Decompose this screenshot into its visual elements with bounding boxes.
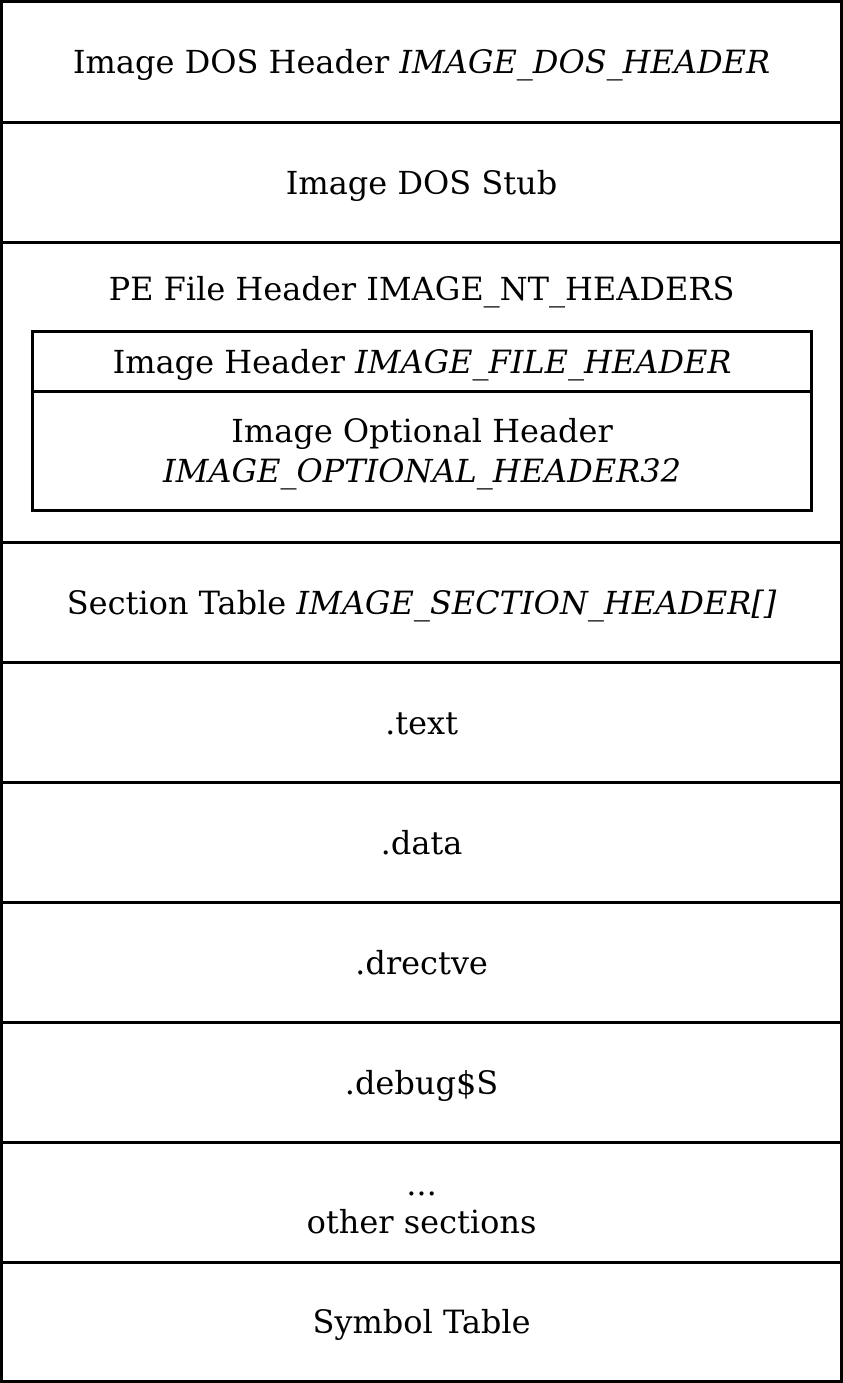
divider — [3, 241, 840, 244]
dos-stub-block: Image DOS Stub — [3, 124, 840, 241]
section-drectve-block: .drectve — [3, 904, 840, 1021]
dos-header-type: IMAGE_DOS_HEADER — [399, 43, 771, 81]
symbol-table-label: Symbol Table — [312, 1303, 531, 1341]
section-debug-block: .debug$S — [3, 1024, 840, 1141]
section-data-label: .data — [380, 823, 463, 862]
divider — [3, 1021, 840, 1024]
optional-header-label: Image Optional Header — [231, 412, 613, 450]
inner-divider — [34, 390, 810, 393]
pe-header-block: PE File Header IMAGE_NT_HEADERS — [3, 244, 840, 541]
section-text-label: .text — [385, 703, 458, 742]
divider — [3, 1261, 840, 1264]
file-header-type: IMAGE_FILE_HEADER — [355, 342, 732, 381]
dos-stub-label: Image DOS Stub — [285, 163, 558, 202]
nt-headers-inner-box: Image Header IMAGE_FILE_HEADER Image Opt… — [31, 330, 813, 512]
other-sections-block: ... other sections — [3, 1144, 840, 1261]
section-debug-label: .debug$S — [344, 1063, 499, 1102]
divider — [3, 541, 840, 544]
divider — [3, 781, 840, 784]
section-table-type: IMAGE_SECTION_HEADER[] — [296, 583, 777, 622]
other-sections-ellipsis: ... — [406, 1164, 437, 1203]
divider — [3, 901, 840, 904]
section-table-label: Section Table — [66, 583, 287, 622]
optional-header-block: Image Optional Header IMAGE_OPTIONAL_HEA… — [34, 393, 810, 509]
symbol-table-block: Symbol Table — [3, 1264, 840, 1380]
section-table-block: Section Table IMAGE_SECTION_HEADER[] — [3, 544, 840, 661]
other-sections-label: other sections — [306, 1202, 537, 1241]
dos-header-text: Image DOS Header IMAGE_DOS_HEADER — [73, 43, 770, 81]
optional-header-type: IMAGE_OPTIONAL_HEADER32 — [163, 452, 681, 490]
divider — [3, 1141, 840, 1144]
section-text-block: .text — [3, 664, 840, 781]
pe-header-label: PE File Header IMAGE_NT_HEADERS — [108, 270, 735, 308]
file-header-label: Image Header — [112, 342, 345, 381]
divider — [3, 661, 840, 664]
dos-header-block: Image DOS Header IMAGE_DOS_HEADER — [3, 3, 840, 121]
divider — [3, 121, 840, 124]
file-header-block: Image Header IMAGE_FILE_HEADER — [34, 333, 810, 390]
file-header-text: Image Header IMAGE_FILE_HEADER — [113, 342, 732, 382]
section-table-text: Section Table IMAGE_SECTION_HEADER[] — [67, 584, 777, 622]
section-data-block: .data — [3, 784, 840, 901]
section-drectve-label: .drectve — [355, 943, 488, 982]
dos-header-label: Image DOS Header — [72, 43, 390, 81]
